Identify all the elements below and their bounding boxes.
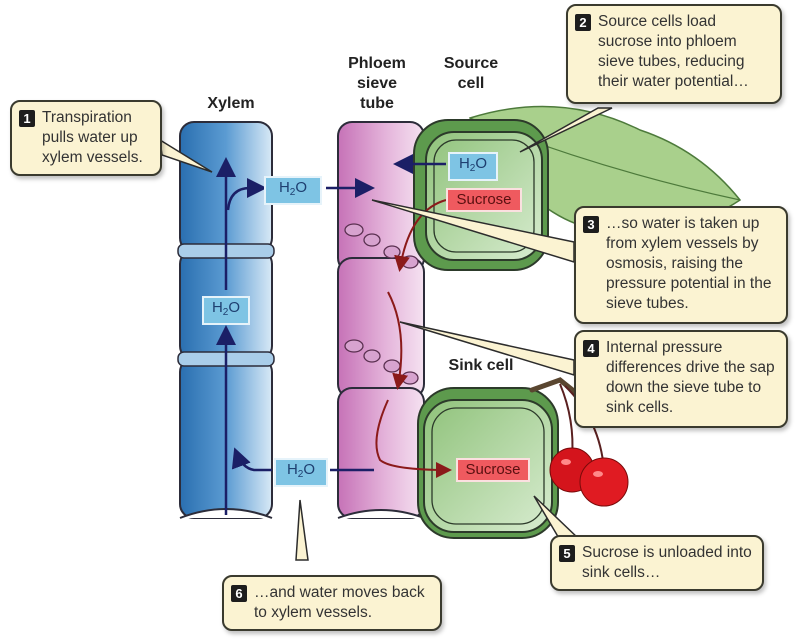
- callout-step-3: 3 …so water is taken up from xylem vesse…: [574, 206, 788, 324]
- water-tag-source-cell: H2O: [448, 152, 498, 181]
- water-subscript: 2: [297, 469, 304, 480]
- step-number-badge: 3: [583, 216, 599, 233]
- source-cell-label-line-2: cell: [457, 75, 485, 92]
- phloem-label: Phloem sieve tube: [342, 54, 412, 114]
- source-cell-label-line-1: Source: [443, 55, 499, 72]
- step-number-badge: 5: [559, 545, 575, 562]
- source-cell-label: Source cell: [436, 54, 506, 94]
- water-symbol: H: [286, 461, 298, 478]
- sucrose-flow-arrows: [375, 199, 452, 478]
- water-symbol-tail: O: [295, 179, 308, 196]
- callout-step-4: 4 Internal pressure differences drive th…: [574, 330, 788, 428]
- callout-text: Sucrose is unloaded into sink cells…: [582, 544, 752, 581]
- phloem-label-line-3: tube: [360, 95, 394, 112]
- water-symbol-tail: O: [303, 461, 316, 478]
- callout-step-2: 2 Source cells load sucrose into phloem …: [566, 4, 782, 104]
- water-tag-xylem-to-phloem: H2O: [264, 176, 322, 205]
- callout-step-6: 6 …and water moves back to xylem vessels…: [222, 575, 442, 631]
- water-subscript: 2: [289, 187, 296, 198]
- cherries-illustration: [529, 377, 629, 507]
- water-symbol-tail: O: [475, 155, 488, 172]
- water-tag-xylem: H2O: [202, 296, 250, 325]
- step-number-badge: 6: [231, 585, 247, 602]
- water-flow-arrows: [216, 154, 446, 515]
- step-number-badge: 1: [19, 110, 35, 127]
- callout-text: Source cells load sucrose into phloem si…: [598, 13, 749, 90]
- water-symbol: H: [458, 155, 470, 172]
- step-number-badge: 2: [575, 14, 591, 31]
- callout-pointers: [159, 107, 613, 561]
- callout-step-5: 5 Sucrose is unloaded into sink cells…: [550, 535, 764, 591]
- callout-step-1: 1 Transpiration pulls water up xylem ves…: [10, 100, 162, 176]
- water-tag-return: H2O: [274, 458, 328, 487]
- water-subscript: 2: [222, 307, 229, 318]
- phloem-label-line-1: Phloem: [348, 55, 406, 72]
- sink-cell-label: Sink cell: [448, 357, 514, 374]
- water-symbol: H: [278, 179, 290, 196]
- water-symbol-tail: O: [228, 299, 241, 316]
- sucrose-tag-source: Sucrose: [446, 188, 522, 212]
- water-subscript: 2: [469, 163, 476, 174]
- callout-text: Internal pressure differences drive the …: [606, 339, 775, 416]
- xylem-label: Xylem: [207, 95, 255, 112]
- callout-text: …so water is taken up from xylem vessels…: [606, 215, 772, 312]
- water-symbol: H: [211, 299, 223, 316]
- sucrose-tag-sink: Sucrose: [456, 458, 530, 482]
- callout-text: Transpiration pulls water up xylem vesse…: [42, 109, 143, 166]
- phloem-sieve-tube: [337, 121, 425, 519]
- step-number-badge: 4: [583, 340, 599, 357]
- callout-text: …and water moves back to xylem vessels.: [254, 584, 425, 621]
- phloem-label-line-2: sieve: [356, 75, 398, 92]
